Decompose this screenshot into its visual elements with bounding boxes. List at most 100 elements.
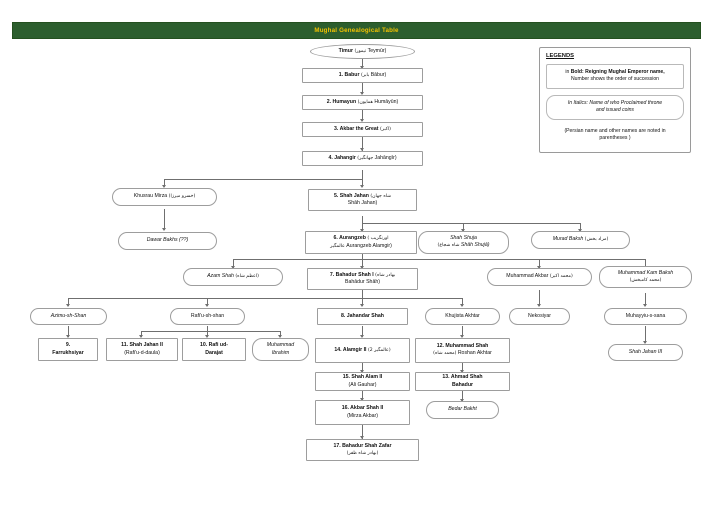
- arrow: [643, 304, 647, 307]
- node-muhammad-shah[interactable]: 12. Muhammad Shah (محمد شاه) Roshan Akht…: [415, 338, 510, 363]
- node-muhammad-kam-baksh[interactable]: Muhammad Kam Baksh (محمد کامبخش): [599, 266, 692, 288]
- arrow: [360, 370, 364, 373]
- node-jahangir-name: 4. Jahangir: [328, 154, 356, 161]
- node-muhammad-ibrahim[interactable]: Muhammad Ibrahim: [252, 338, 309, 361]
- node-shahjahan2-name: 11. Shah Jahan II: [121, 342, 163, 349]
- node-aurangzeb-name: 6. Aurangzeb: [333, 235, 366, 242]
- legend-italic-line1: In Italics: Name of who Proclaimed thron…: [567, 99, 663, 106]
- node-muhayyiu-s-sana[interactable]: Muhayyiu-s-sana: [604, 308, 687, 325]
- node-ahmadshah-name2: Bahadur: [451, 381, 474, 388]
- node-jahangir[interactable]: 4. Jahangir (جهانگیر Jahāngīr): [302, 151, 423, 166]
- node-bedar-bakht[interactable]: Bedar Bakht: [426, 401, 499, 419]
- node-bahadur-shah-i[interactable]: 7. Bahadur Shah I (بهادر شاه Bahādur Shā…: [307, 268, 418, 290]
- connector: [362, 254, 363, 259]
- node-azimu-sh-shan[interactable]: Azimu-sh-Shan: [30, 308, 107, 325]
- node-shah-alam-ii[interactable]: 15. Shah Alam II (Ali Gauhar): [315, 372, 410, 391]
- node-akbar-shah-ii[interactable]: 16. Akbar Shah II (Mirza Akbar): [315, 400, 410, 425]
- arrow: [360, 398, 364, 401]
- connector: [362, 59, 363, 68]
- node-bahadur1-persian: (بهادر شاه: [375, 272, 396, 278]
- arrow: [162, 228, 166, 231]
- connector: [580, 223, 581, 231]
- node-aurangzeb[interactable]: 6. Aurangzeb ( اورنگزیب عالمگیر Aurangze…: [305, 231, 417, 254]
- arrow: [460, 335, 464, 338]
- node-khusrau-mirza[interactable]: Khusrau Mirza (خسرو میرزا): [112, 188, 217, 206]
- connector: [362, 298, 363, 306]
- node-babur-name: 1. Babur: [338, 71, 360, 78]
- connector: [362, 170, 363, 179]
- connector: [280, 331, 281, 337]
- node-humayun-name: 2. Humayun: [326, 98, 357, 105]
- arrow: [460, 399, 464, 402]
- connector: [462, 298, 463, 306]
- arrow: [231, 266, 235, 269]
- arrow: [643, 341, 647, 344]
- node-azam-shah[interactable]: Azam Shah (اعظم شاه): [183, 268, 283, 286]
- node-muhayyiu-name: Muhayyiu-s-sana: [625, 312, 666, 319]
- node-khujista-name: Khujista Akhtar: [445, 312, 480, 319]
- arrow: [460, 304, 464, 307]
- legend-paren-line1: (Persian name and other names are noted …: [564, 127, 666, 134]
- node-azamshah-name: Azam Shah: [207, 273, 234, 280]
- arrow: [360, 148, 364, 151]
- connector: [164, 209, 165, 230]
- node-shah-shuja[interactable]: Shah Shuja (شاه شجاع Shāh Shujā): [418, 231, 509, 254]
- node-murad-baksh[interactable]: Murad Baksh (مراد بخش): [531, 231, 630, 249]
- node-akbarshah2-alt: (Mirza Akbar): [347, 412, 378, 419]
- legend-italic-line2: and issued coins: [596, 107, 634, 114]
- legend-entry-paren-rule: (Persian name and other names are noted …: [546, 126, 684, 145]
- node-shahjahan-name: 5. Shah Jahan: [334, 192, 369, 199]
- arrow: [360, 119, 364, 122]
- connector: [362, 259, 363, 268]
- connector: [645, 259, 646, 268]
- node-farrukhsiyar[interactable]: 9. Farrukhsiyar: [38, 338, 98, 361]
- node-nekosiyar[interactable]: Nekosiyar: [509, 308, 570, 325]
- connector: [362, 363, 363, 372]
- node-murad-name: Murad Baksh: [552, 236, 584, 243]
- node-bahadur-shah-zafar[interactable]: 17. Bahadur Shah Zafar (بهادر شاه ظفر): [306, 439, 419, 461]
- node-shahjahan-translit: Shāh Jahan): [347, 200, 378, 207]
- connector: [362, 391, 363, 400]
- connector: [362, 223, 363, 231]
- node-muhshah-persian: (محمد شاه): [433, 351, 457, 357]
- node-bahadur1-translit: Bahādur Shāh): [345, 279, 380, 286]
- node-dawar-bakhs[interactable]: Dawar Bakhs (??): [118, 232, 217, 250]
- node-babur[interactable]: 1. Babur (بابر Bābur): [302, 68, 423, 83]
- node-humayun-translit: Humāyūn): [374, 98, 399, 105]
- node-rafiu-sh-shan[interactable]: Rafi'u-sh-shan: [170, 308, 245, 325]
- arrow: [278, 335, 282, 338]
- node-shah-jahan[interactable]: 5. Shah Jahan (شاه جهان Shāh Jahan): [308, 189, 417, 211]
- node-akbar-the-great[interactable]: 3. Akbar the Great (اکبر): [302, 122, 423, 137]
- connector: [362, 110, 363, 121]
- node-jahandar-shah[interactable]: 8. Jahandar Shah: [317, 308, 408, 325]
- node-ibrahim-name1: Muhammad: [266, 342, 295, 349]
- node-alamgir2-name: 14. Alamgir II: [334, 346, 367, 353]
- page-header: Mughal Genealogical Table: [12, 22, 701, 39]
- node-alamgir-ii[interactable]: 14. Alamgir II (عالمگیر 2): [315, 338, 410, 363]
- node-jahandar-name: 8. Jahandar Shah: [341, 312, 384, 319]
- node-timur-name: Timur: [338, 47, 353, 54]
- node-azamshah-persian: (اعظم شاه): [235, 274, 259, 280]
- node-humayun[interactable]: 2. Humayun (همایون Humāyūn): [302, 95, 423, 110]
- node-aurangzeb-persian: ( اورنگزیب: [367, 236, 389, 242]
- node-shah-jahan-ii[interactable]: 11. Shah Jahan II (Rafi'u-d-daula): [106, 338, 178, 361]
- node-shah-jahan-iii[interactable]: Shah Jahan III: [608, 344, 683, 361]
- node-muhshah-alt: Roshan Akhtar: [457, 350, 492, 357]
- connector: [362, 326, 363, 337]
- node-akbar-name: 3. Akbar the Great: [334, 125, 379, 132]
- node-farrukhsiyar-name: Farrukhsiyar: [52, 349, 84, 356]
- node-farrukhsiyar-num: 9.: [65, 342, 71, 349]
- node-rafi-ud-darajat[interactable]: 10. Rafi ud- Darajat: [182, 338, 246, 361]
- connector: [362, 290, 363, 298]
- node-humayun-persian: (همایون: [357, 99, 373, 105]
- arrow: [360, 66, 364, 69]
- node-shahjahan-persian: (شاه جهان: [370, 193, 391, 199]
- node-ahmad-shah-bahadur[interactable]: 13. Ahmad Shah Bahadur: [415, 372, 510, 391]
- connector: [362, 425, 363, 439]
- arrow: [360, 266, 364, 269]
- node-rafiu-name: Rafi'u-sh-shan: [190, 312, 225, 319]
- node-timur[interactable]: Timur (تیمور Teymūr): [310, 44, 415, 59]
- node-muhammad-akbar[interactable]: Muhammad Akbar (محمد اکبر): [487, 268, 592, 286]
- node-khujista-akhtar[interactable]: Khujista Akhtar: [425, 308, 500, 325]
- legend-entry-bold-rule: in Bold: Reigning Mughal Emperor name, N…: [546, 64, 684, 89]
